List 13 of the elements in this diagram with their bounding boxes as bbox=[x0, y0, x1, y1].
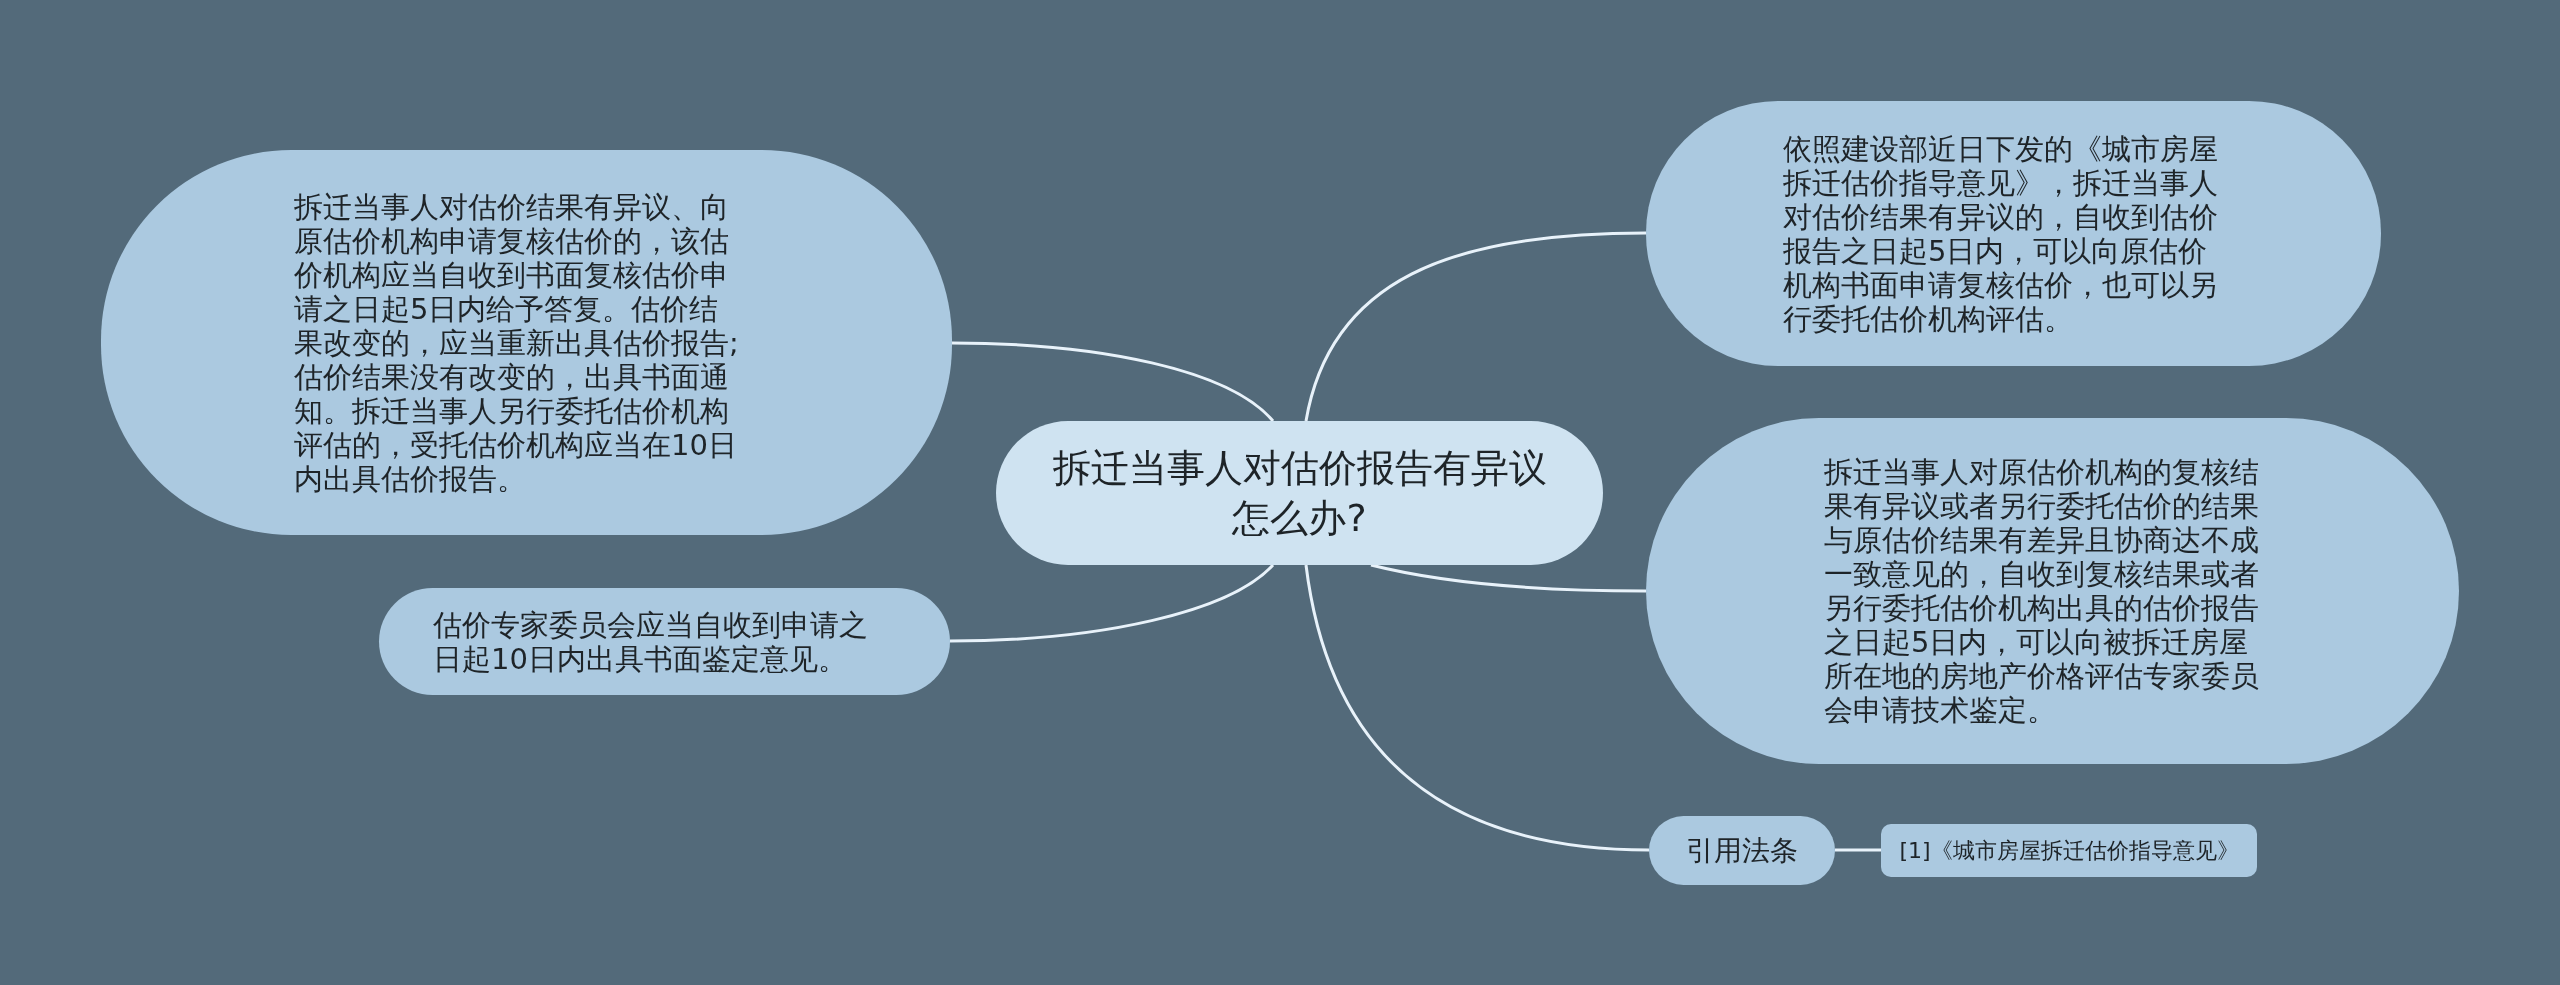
connector-line bbox=[951, 341, 1275, 423]
connector-line bbox=[1304, 564, 1650, 852]
label-pill: 引用法条 bbox=[1649, 816, 1835, 885]
topic-bubble: 拆迁当事人对估价报告有异议怎么办? bbox=[996, 421, 1603, 565]
connector-line bbox=[1304, 231, 1647, 422]
connector-line bbox=[1370, 563, 1646, 593]
subtopic-bubble: 依照建设部近日下发的《城市房屋拆迁估价指导意见》，拆迁当事人对估价结果有异议的，自收到估价报告之日起5日内，可以向原估价机构书面申请复核估价，也可以另行委托估价机构评估。 bbox=[1646, 101, 2381, 366]
connector-line bbox=[1835, 848, 1881, 852]
subtopic-bubble: 拆迁当事人对原估价机构的复核结果有异议或者另行委托估价的结果与原估价结果有差异且协商达不成一致意见的，自收到复核结果或者另行委托估价机构出具的估价报告之日起5日内，可以向被拆迁房屋所在地的房地产价格评估专家委员会申请技术鉴定。 bbox=[1646, 418, 2459, 764]
subtopic-bubble: 拆迁当事人对估价结果有异议、向原估价机构申请复核估价的，该估价机构应当自收到书面复核估价申请之日起5日内给予答复。估价结果改变的，应当重新出具估价报告;估价结果没有改变的，出具书面通知。拆迁当事人另行委托估价机构评估的，受托估价机构应当在10日内出具估价报告。 bbox=[101, 150, 952, 535]
subtopic-bubble: 估价专家委员会应当自收到申请之日起10日内出具书面鉴定意见。 bbox=[379, 588, 950, 695]
connector-line bbox=[949, 563, 1274, 643]
citation-box: [1]《城市房屋拆迁估价指导意见》 bbox=[1881, 824, 2257, 877]
